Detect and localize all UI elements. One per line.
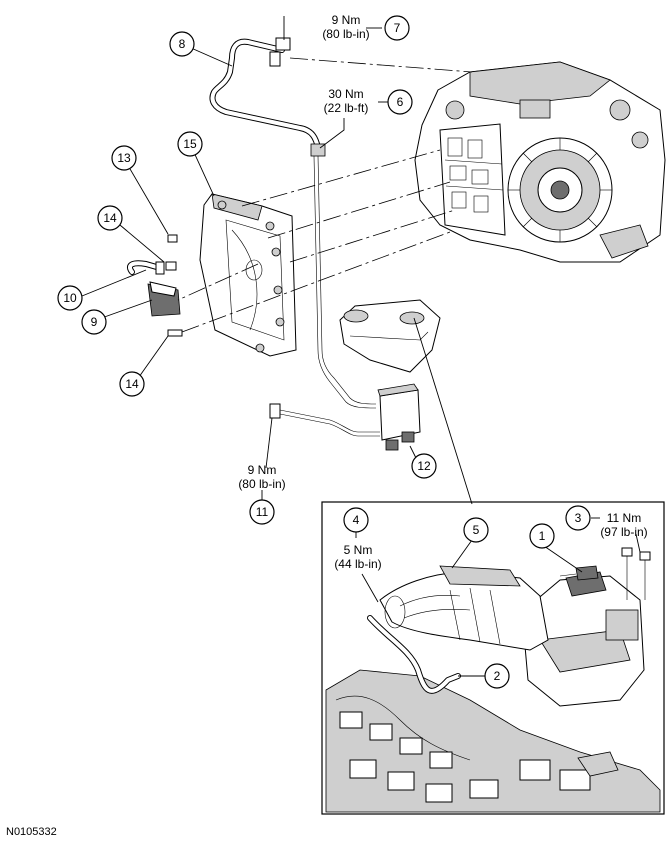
svg-text:2: 2 <box>494 669 501 683</box>
callout-4: 4 <box>343 507 369 533</box>
vent-tube <box>209 37 326 157</box>
callout-14-upper: 14 <box>97 205 123 231</box>
callout-10: 10 <box>57 285 83 311</box>
svg-text:12: 12 <box>417 459 431 473</box>
svg-text:15: 15 <box>183 137 197 151</box>
callout-1: 1 <box>529 523 555 549</box>
svg-text:3: 3 <box>575 511 582 525</box>
svg-text:11 Nm: 11 Nm <box>607 511 641 525</box>
svg-text:10: 10 <box>63 291 77 305</box>
detail-inset <box>321 501 665 815</box>
callout-12: 12 <box>411 453 437 479</box>
valve-body-cover <box>199 193 297 357</box>
support-bracket <box>339 299 441 373</box>
torque-spec-3: 11 Nm (97 lb-in) <box>600 511 647 539</box>
callout-6: 6 <box>387 89 413 115</box>
svg-text:(80 lb-in): (80 lb-in) <box>322 27 369 41</box>
svg-text:(97 lb-in): (97 lb-in) <box>600 525 647 539</box>
svg-text:6: 6 <box>397 95 404 109</box>
sensor-and-harness <box>127 260 181 317</box>
svg-text:1: 1 <box>539 529 546 543</box>
svg-text:9 Nm: 9 Nm <box>332 13 361 27</box>
transmission-assembly <box>414 61 666 263</box>
svg-text:9: 9 <box>91 315 98 329</box>
callout-9: 9 <box>81 309 107 335</box>
svg-text:11: 11 <box>256 505 269 519</box>
callout-15: 15 <box>177 131 203 157</box>
callout-7: 7 <box>384 15 410 41</box>
callout-3: 3 <box>565 505 591 531</box>
svg-text:4: 4 <box>353 513 360 527</box>
torque-spec-4: 5 Nm (44 lb-in) <box>334 543 381 571</box>
torque-spec-6: 30 Nm (22 lb-ft) <box>324 87 369 115</box>
svg-text:(80 lb-in): (80 lb-in) <box>238 477 285 491</box>
svg-text:9 Nm: 9 Nm <box>248 463 277 477</box>
alignment-lines <box>177 57 473 333</box>
svg-text:14: 14 <box>103 211 117 225</box>
svg-text:5: 5 <box>473 523 480 537</box>
svg-text:30 Nm: 30 Nm <box>328 87 363 101</box>
svg-text:(44 lb-in): (44 lb-in) <box>334 557 381 571</box>
svg-text:8: 8 <box>179 37 186 51</box>
callout-13: 13 <box>111 145 137 171</box>
figure-id: N0105332 <box>6 826 57 838</box>
torque-spec-11: 9 Nm (80 lb-in) <box>238 463 285 491</box>
svg-text:5 Nm: 5 Nm <box>344 543 373 557</box>
callout-5: 5 <box>463 517 489 543</box>
callout-2: 2 <box>484 663 510 689</box>
torque-spec-7: 9 Nm (80 lb-in) <box>322 13 369 41</box>
callout-8: 8 <box>169 31 195 57</box>
callout-14-lower: 14 <box>119 371 145 397</box>
svg-text:13: 13 <box>117 151 131 165</box>
svg-text:14: 14 <box>125 377 139 391</box>
callout-11: 11 <box>249 499 275 525</box>
bolts <box>165 234 183 337</box>
svg-text:7: 7 <box>394 21 401 35</box>
svg-text:(22 lb-ft): (22 lb-ft) <box>324 101 369 115</box>
cooler-tube-assembly <box>269 155 421 451</box>
